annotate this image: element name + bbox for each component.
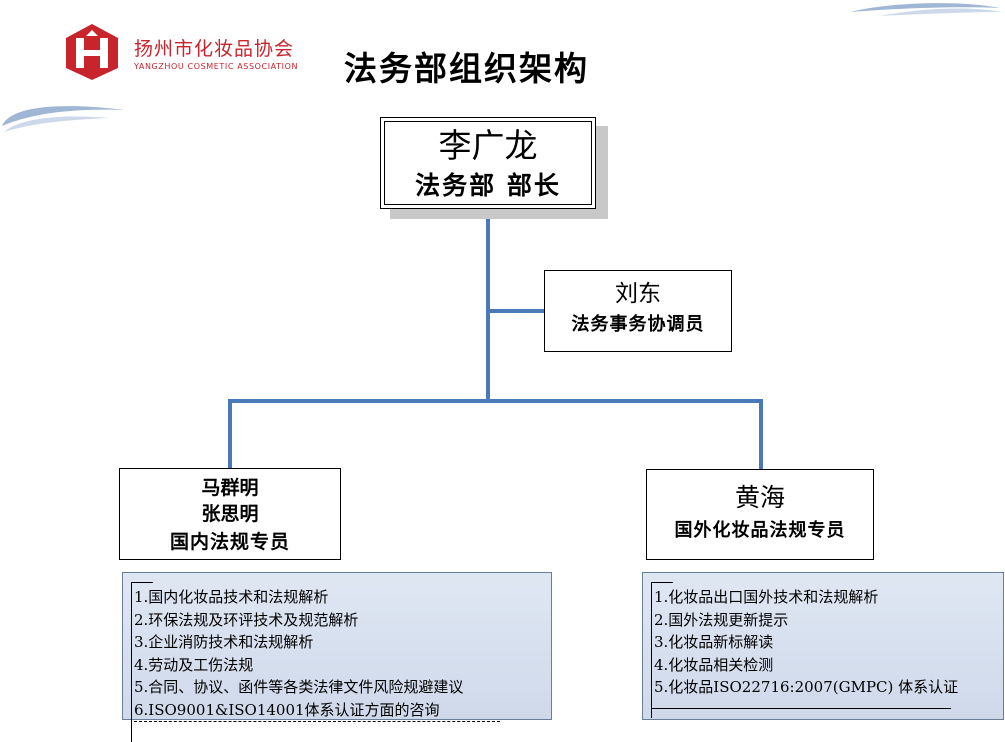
international-duties-panel xyxy=(642,572,1004,720)
domestic-duties-bracket xyxy=(131,582,132,742)
duty-item: 2.环保法规及环评技术及规范解析 xyxy=(134,610,359,629)
duty-item: 3.企业消防技术和法规解析 xyxy=(134,633,314,651)
international-name: 黄海 xyxy=(734,483,785,512)
domestic-name: 马群明 xyxy=(201,477,259,499)
duty-item: 6.ISO9001&ISO14001体系认证方面的咨询 xyxy=(134,699,500,722)
domestic-title: 国内法规专员 xyxy=(169,531,290,553)
international-duties-bracket-top xyxy=(651,582,673,583)
association-logo-icon xyxy=(66,24,118,80)
duty-item: 5.合同、协议、函件等各类法律文件风险规避建议 xyxy=(134,678,464,696)
decorative-swoosh-top-right xyxy=(850,3,1002,16)
domestic-duties-panel xyxy=(122,572,552,720)
head-box: 李广龙 法务部 部长 xyxy=(380,117,596,209)
logo-name-cn: 扬州市化妆品协会 xyxy=(134,38,295,60)
coordinator-box: 刘东 法务事务协调员 xyxy=(544,270,732,352)
international-duties-list: 1.化妆品出口国外技术和法规解析 2.国外法规更新提示 3.化妆品新标解读 4.… xyxy=(654,586,958,699)
international-duties-bracket xyxy=(651,582,652,718)
head-title: 法务部 部长 xyxy=(415,171,561,200)
domestic-duties-list: 1.国内化妆品技术和法规解析 2.环保法规及环评技术及规范解析 3.企业消防技术… xyxy=(134,586,500,722)
coordinator-title: 法务事务协调员 xyxy=(571,314,705,335)
domestic-name: 张思明 xyxy=(201,503,259,525)
domestic-duties-bracket-top xyxy=(131,582,153,583)
duty-item: 4.化妆品相关检测 xyxy=(654,655,774,674)
head-name: 李广龙 xyxy=(438,126,538,165)
logo-name-en: YANGZHOU COSMETIC ASSOCIATION xyxy=(134,62,299,71)
international-title: 国外化妆品法规专员 xyxy=(674,520,846,541)
duty-item: 1.国内化妆品技术和法规解析 xyxy=(134,588,329,606)
duty-item: 2.国外法规更新提示 xyxy=(654,610,789,629)
duty-item: 3.化妆品新标解读 xyxy=(654,633,774,651)
international-duties-bracket-bottom xyxy=(651,708,951,709)
domestic-specialist-box: 马群明 张思明 国内法规专员 xyxy=(119,468,341,560)
duty-item: 4.劳动及工伤法规 xyxy=(134,655,254,674)
international-specialist-box: 黄海 国外化妆品法规专员 xyxy=(646,469,874,560)
duty-item: 1.化妆品出口国外技术和法规解析 xyxy=(654,588,879,606)
duty-item: 5.化妆品ISO22716:2007(GMPC) 体系认证 xyxy=(654,678,959,696)
decorative-swoosh-left xyxy=(2,106,125,132)
page-title: 法务部组织架构 xyxy=(344,49,589,88)
coordinator-name: 刘东 xyxy=(615,281,661,307)
